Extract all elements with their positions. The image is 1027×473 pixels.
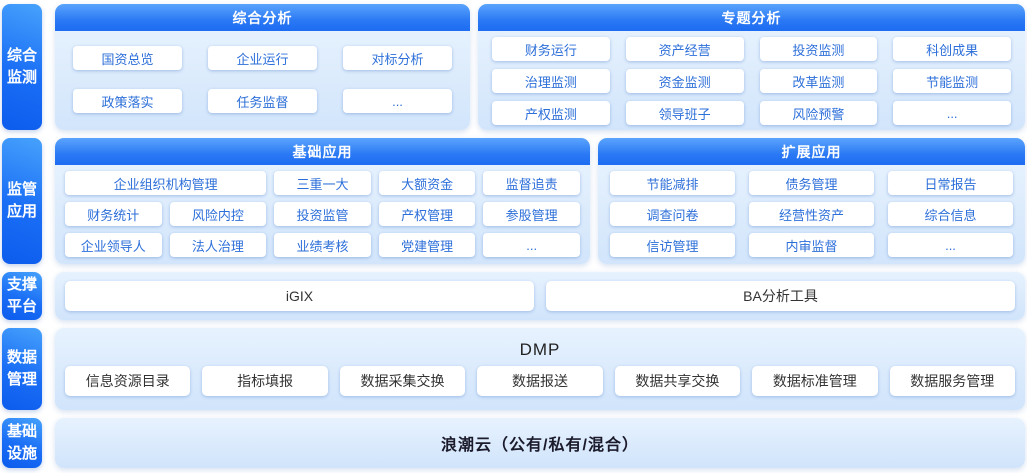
thematic-analysis-more[interactable]: ... <box>893 101 1011 125</box>
dmp-item[interactable]: 数据共享交换 <box>614 366 741 396</box>
thematic-analysis-item[interactable]: 领导班子 <box>625 101 744 125</box>
layer-label-data: 数据 管理 <box>2 328 42 410</box>
extended-apps-item[interactable]: 经营性资产 <box>749 202 874 226</box>
infrastructure-label: 浪潮云（公有/私有/混合） <box>441 437 639 454</box>
extended-apps-item[interactable]: 节能减排 <box>610 171 735 195</box>
dmp-title: DMP <box>519 340 561 359</box>
basic-apps-item[interactable]: 法人治理 <box>169 233 267 257</box>
dmp-items-row: 信息资源目录 指标填报 数据采集交换 数据报送 数据共享交换 数据标准管理 数据… <box>65 366 1015 396</box>
dmp-item[interactable]: 数据报送 <box>477 366 603 396</box>
dmp-item[interactable]: 指标填报 <box>202 366 328 396</box>
comprehensive-analysis-item[interactable]: 国资总览 <box>73 46 182 70</box>
basic-apps-item[interactable]: 企业组织机构管理 <box>65 171 267 195</box>
panel-extended-apps: 扩展应用 节能减排 债务管理 日常报告 调查问卷 经营性资产 综合信息 信访管理… <box>598 138 1025 264</box>
basic-apps-item[interactable]: 投资监管 <box>274 202 371 226</box>
thematic-analysis-item[interactable]: 风险预警 <box>759 101 878 125</box>
basic-apps-item[interactable]: 三重一大 <box>274 171 371 195</box>
support-content: iGIX BA分析工具 <box>55 272 1025 320</box>
comprehensive-analysis-item[interactable]: 政策落实 <box>73 89 182 113</box>
basic-apps-item[interactable]: 党建管理 <box>378 233 476 257</box>
basic-apps-item[interactable]: 监督追责 <box>483 171 580 195</box>
basic-apps-item[interactable]: 产权管理 <box>378 202 476 226</box>
support-platform-panel: iGIX BA分析工具 <box>55 272 1025 320</box>
support-item-igix[interactable]: iGIX <box>65 281 534 311</box>
infra-content: 浪潮云（公有/私有/混合） <box>55 418 1025 468</box>
extended-apps-more[interactable]: ... <box>888 233 1013 257</box>
extended-apps-item[interactable]: 调查问卷 <box>610 202 735 226</box>
basic-apps-item[interactable]: 财务统计 <box>65 202 162 226</box>
dmp-item[interactable]: 数据标准管理 <box>752 366 878 396</box>
dmp-item[interactable]: 信息资源目录 <box>65 366 191 396</box>
layer-regulation: 监管 应用 基础应用 企业组织机构管理 三重一大 大额资金 监督追责 财务统计 … <box>2 138 1025 264</box>
thematic-analysis-item[interactable]: 资产经营 <box>625 37 744 61</box>
panel-basic-apps: 基础应用 企业组织机构管理 三重一大 大额资金 监督追责 财务统计 风险内控 投… <box>55 138 590 264</box>
regulation-content: 基础应用 企业组织机构管理 三重一大 大额资金 监督追责 财务统计 风险内控 投… <box>55 138 1025 264</box>
support-item-ba-tools[interactable]: BA分析工具 <box>546 281 1015 311</box>
comprehensive-analysis-item[interactable]: 对标分析 <box>343 46 452 70</box>
basic-apps-item[interactable]: 风险内控 <box>169 202 267 226</box>
thematic-analysis-item[interactable]: 改革监测 <box>759 69 878 93</box>
panel-comprehensive-analysis: 综合分析 国资总览 企业运行 对标分析 政策落实 任务监督 ... <box>55 4 470 130</box>
layer-data-management: 数据 管理 DMP 信息资源目录 指标填报 数据采集交换 数据报送 数据共享交换… <box>2 328 1025 410</box>
thematic-analysis-item[interactable]: 治理监测 <box>492 69 610 93</box>
thematic-analysis-item[interactable]: 资金监测 <box>625 69 744 93</box>
dmp-item[interactable]: 数据采集交换 <box>339 366 466 396</box>
extended-apps-item[interactable]: 综合信息 <box>888 202 1013 226</box>
extended-apps-item[interactable]: 内审监督 <box>749 233 874 257</box>
layer-infrastructure: 基础 设施 浪潮云（公有/私有/混合） <box>2 418 1025 468</box>
thematic-analysis-body: 财务运行 资产经营 投资监测 科创成果 治理监测 资金监测 改革监测 节能监测 … <box>478 31 1025 130</box>
layer-label-regulation: 监管 应用 <box>2 138 42 264</box>
basic-apps-item[interactable]: 参股管理 <box>483 202 580 226</box>
extended-apps-item[interactable]: 日常报告 <box>888 171 1013 195</box>
layer-label-support: 支撑 平台 <box>2 272 42 320</box>
panel-thematic-analysis: 专题分析 财务运行 资产经营 投资监测 科创成果 治理监测 资金监测 改革监测 … <box>478 4 1025 130</box>
comprehensive-analysis-item[interactable]: 任务监督 <box>208 89 317 113</box>
dmp-panel: DMP 信息资源目录 指标填报 数据采集交换 数据报送 数据共享交换 数据标准管… <box>55 328 1025 410</box>
comprehensive-analysis-body: 国资总览 企业运行 对标分析 政策落实 任务监督 ... <box>55 31 470 130</box>
data-content: DMP 信息资源目录 指标填报 数据采集交换 数据报送 数据共享交换 数据标准管… <box>55 328 1025 410</box>
extended-apps-title: 扩展应用 <box>598 138 1025 165</box>
comprehensive-analysis-more[interactable]: ... <box>343 89 452 113</box>
dmp-item[interactable]: 数据服务管理 <box>889 366 1015 396</box>
basic-apps-body: 企业组织机构管理 三重一大 大额资金 监督追责 财务统计 风险内控 投资监管 产… <box>55 165 590 264</box>
layer-monitoring: 综合 监测 综合分析 国资总览 企业运行 对标分析 政策落实 任务监督 ... … <box>2 4 1025 130</box>
basic-apps-item[interactable]: 大额资金 <box>378 171 476 195</box>
extended-apps-body: 节能减排 债务管理 日常报告 调查问卷 经营性资产 综合信息 信访管理 内审监督… <box>598 165 1025 264</box>
layer-label-infra: 基础 设施 <box>2 418 42 468</box>
basic-apps-item[interactable]: 企业领导人 <box>65 233 162 257</box>
extended-apps-item[interactable]: 信访管理 <box>610 233 735 257</box>
comprehensive-analysis-title: 综合分析 <box>55 4 470 31</box>
infrastructure-panel: 浪潮云（公有/私有/混合） <box>55 418 1025 468</box>
thematic-analysis-item[interactable]: 科创成果 <box>893 37 1011 61</box>
thematic-analysis-item[interactable]: 投资监测 <box>759 37 878 61</box>
thematic-analysis-item[interactable]: 产权监测 <box>492 101 610 125</box>
extended-apps-item[interactable]: 债务管理 <box>749 171 874 195</box>
thematic-analysis-item[interactable]: 节能监测 <box>893 69 1011 93</box>
layer-support-platform: 支撑 平台 iGIX BA分析工具 <box>2 272 1025 320</box>
monitoring-content: 综合分析 国资总览 企业运行 对标分析 政策落实 任务监督 ... 专题分析 财… <box>55 4 1025 130</box>
basic-apps-item[interactable]: 业绩考核 <box>274 233 371 257</box>
thematic-analysis-title: 专题分析 <box>478 4 1025 31</box>
basic-apps-title: 基础应用 <box>55 138 590 165</box>
basic-apps-more[interactable]: ... <box>483 233 580 257</box>
comprehensive-analysis-item[interactable]: 企业运行 <box>208 46 317 70</box>
layer-label-monitoring: 综合 监测 <box>2 4 42 130</box>
thematic-analysis-item[interactable]: 财务运行 <box>492 37 610 61</box>
